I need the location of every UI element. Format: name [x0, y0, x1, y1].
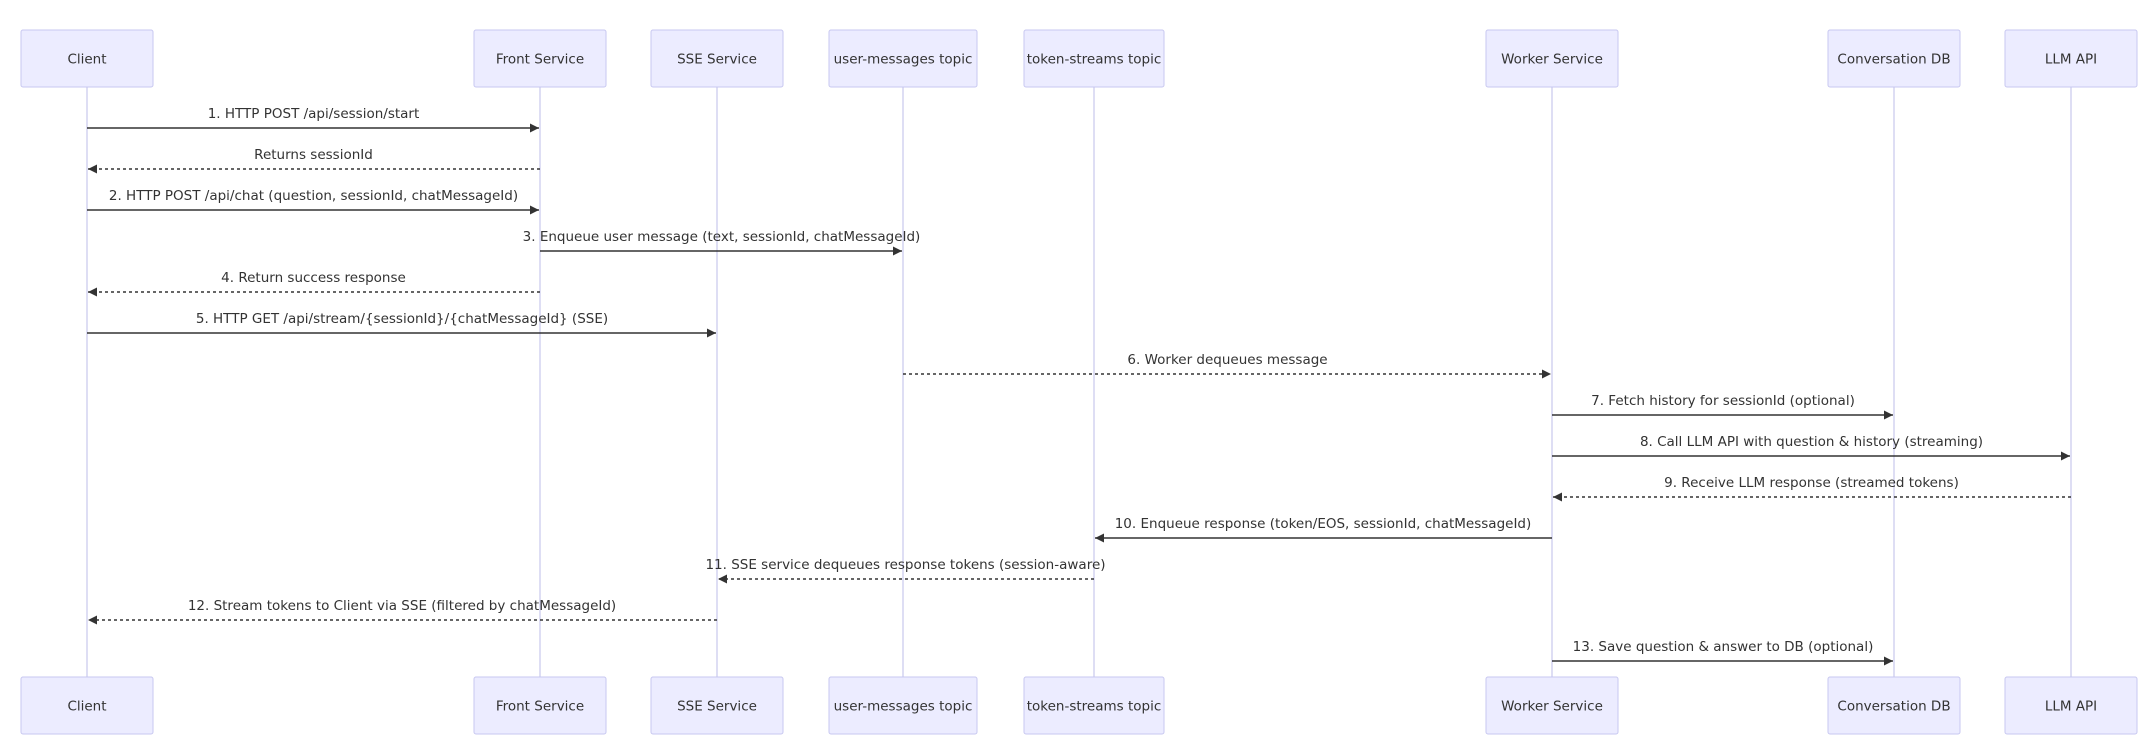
message-5: 4. Return success response — [88, 270, 540, 297]
message-8: 7. Fetch history for sessionId (optional… — [1552, 393, 1893, 420]
actor-umt-top: user-messages topic — [828, 29, 978, 88]
actor-llm-bottom: LLM API — [2004, 676, 2138, 735]
actor-label: SSE Service — [677, 699, 757, 715]
message-14: 13. Save question & answer to DB (option… — [1552, 639, 1893, 666]
actor-convdb-top: Conversation DB — [1827, 29, 1961, 88]
actor-sse-top: SSE Service — [650, 29, 784, 88]
actor-box — [650, 676, 784, 735]
message-9: 8. Call LLM API with question & history … — [1552, 434, 2070, 461]
message-3: 2. HTTP POST /api/chat (question, sessio… — [87, 188, 539, 215]
actor-label: Client — [67, 699, 106, 715]
message-label: 12. Stream tokens to Client via SSE (fil… — [188, 598, 616, 614]
message-label: 6. Worker dequeues message — [1127, 352, 1327, 368]
actor-box — [828, 676, 978, 735]
actor-label: Front Service — [496, 52, 584, 68]
message-label: 11. SSE service dequeues response tokens… — [705, 557, 1105, 573]
message-10: 9. Receive LLM response (streamed tokens… — [1553, 475, 2071, 502]
message-label: 10. Enqueue response (token/EOS, session… — [1115, 516, 1532, 532]
actor-label: Conversation DB — [1837, 52, 1950, 68]
actor-box — [473, 29, 607, 88]
message-label: 2. HTTP POST /api/chat (question, sessio… — [109, 188, 518, 204]
actor-label: user-messages topic — [834, 52, 973, 68]
message-label: 3. Enqueue user message (text, sessionId… — [523, 229, 921, 245]
actor-worker-bottom: Worker Service — [1485, 676, 1619, 735]
actor-client-bottom: Client — [20, 676, 154, 735]
actor-box — [2004, 29, 2138, 88]
actor-label: LLM API — [2045, 52, 2097, 68]
message-label: Returns sessionId — [254, 147, 373, 163]
message-4: 3. Enqueue user message (text, sessionId… — [523, 229, 921, 256]
actors-bottom-row: Client Front Service SSE Service user-messa… — [20, 676, 2138, 735]
actor-label: Worker Service — [1501, 52, 1603, 68]
message-label: 9. Receive LLM response (streamed tokens… — [1664, 475, 1959, 491]
actor-label: Front Service — [496, 699, 584, 715]
actor-label: token-streams topic — [1027, 699, 1162, 715]
message-label: 1. HTTP POST /api/session/start — [208, 106, 420, 122]
message-13: 12. Stream tokens to Client via SSE (fil… — [88, 598, 717, 625]
actor-box — [1485, 29, 1619, 88]
actors-top-row: Client Front Service SSE Service user-messa… — [20, 29, 2138, 88]
lifelines — [86, 87, 2072, 677]
actor-front-top: Front Service — [473, 29, 607, 88]
actor-llm-top: LLM API — [2004, 29, 2138, 88]
message-label: 8. Call LLM API with question & history … — [1640, 434, 1983, 450]
actor-box — [473, 676, 607, 735]
actor-worker-top: Worker Service — [1485, 29, 1619, 88]
actor-label: SSE Service — [677, 52, 757, 68]
actor-front-bottom: Front Service — [473, 676, 607, 735]
actor-label: token-streams topic — [1027, 52, 1162, 68]
message-2: Returns sessionId — [88, 147, 540, 174]
actor-box — [1827, 29, 1961, 88]
actor-label: Conversation DB — [1837, 699, 1950, 715]
message-12: 11. SSE service dequeues response tokens… — [705, 557, 1106, 584]
message-11: 10. Enqueue response (token/EOS, session… — [1095, 516, 1552, 543]
message-7: 6. Worker dequeues message — [903, 352, 1551, 379]
actor-box — [1827, 676, 1961, 735]
actor-convdb-bottom: Conversation DB — [1827, 676, 1961, 735]
actor-label: Client — [67, 52, 106, 68]
actor-box — [20, 29, 154, 88]
actor-box — [1023, 676, 1165, 735]
actor-box — [1485, 676, 1619, 735]
actor-umt-bottom: user-messages topic — [828, 676, 978, 735]
actor-box — [650, 29, 784, 88]
message-label: 5. HTTP GET /api/stream/{sessionId}/{cha… — [196, 311, 608, 327]
message-1: 1. HTTP POST /api/session/start — [87, 106, 539, 133]
actor-tst-top: token-streams topic — [1023, 29, 1165, 88]
actor-box — [1023, 29, 1165, 88]
message-label: 4. Return success response — [221, 270, 406, 286]
actor-box — [20, 676, 154, 735]
message-6: 5. HTTP GET /api/stream/{sessionId}/{cha… — [87, 311, 716, 338]
actor-sse-bottom: SSE Service — [650, 676, 784, 735]
actor-label: LLM API — [2045, 699, 2097, 715]
actor-box — [828, 29, 978, 88]
message-label: 13. Save question & answer to DB (option… — [1573, 639, 1874, 655]
actor-tst-bottom: token-streams topic — [1023, 676, 1165, 735]
actor-client-top: Client — [20, 29, 154, 88]
actor-label: user-messages topic — [834, 699, 973, 715]
actor-box — [2004, 676, 2138, 735]
actor-label: Worker Service — [1501, 699, 1603, 715]
message-label: 7. Fetch history for sessionId (optional… — [1591, 393, 1855, 409]
